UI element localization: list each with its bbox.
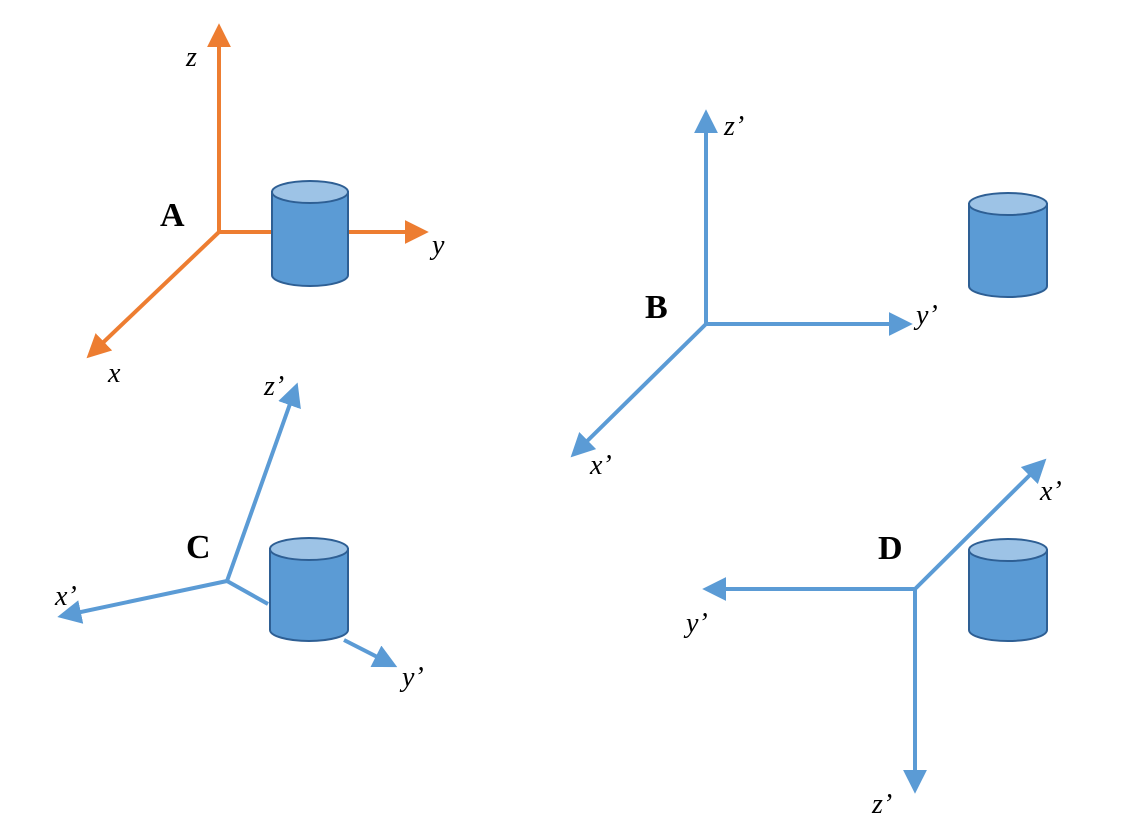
panel-c-x-label: x’ — [54, 581, 77, 612]
panel-b-z-label: z’ — [723, 111, 744, 142]
panel-c-y-axis-tip — [343, 638, 398, 668]
panel-a-y-label: y — [429, 230, 445, 261]
panel-c-cylinder — [269, 537, 349, 642]
panel-b-x-label: x’ — [589, 450, 612, 481]
panel-a: A z y x — [86, 23, 445, 389]
panel-d-label: D — [878, 530, 903, 567]
panel-c-label: C — [186, 529, 211, 566]
panel-d-y-label: y’ — [683, 608, 708, 639]
panel-d-cylinder — [968, 538, 1048, 642]
panel-a-cylinder — [271, 180, 349, 287]
panel-c: C z’ x’ y’ — [54, 371, 424, 693]
panel-b: B z’ y’ x’ — [570, 109, 1048, 481]
panel-d: D x’ y’ z’ — [683, 458, 1062, 820]
panel-b-y-label: y’ — [913, 300, 938, 331]
panel-b-label: B — [645, 289, 668, 326]
panel-d-z-label: z’ — [871, 789, 892, 820]
panel-c-y-axis — [226, 579, 269, 606]
panel-a-label: A — [160, 197, 185, 234]
panel-d-x-axis — [913, 458, 1047, 591]
panel-c-z-axis — [225, 382, 301, 582]
panel-d-x-label: x’ — [1039, 476, 1062, 507]
panel-c-y-label: y’ — [399, 662, 424, 693]
panel-b-cylinder — [968, 192, 1048, 298]
panel-a-x-label: x — [107, 358, 121, 389]
panel-c-x-axis — [57, 579, 228, 624]
panel-a-z-label: z — [185, 42, 197, 73]
panel-b-x-axis — [570, 322, 708, 458]
panel-c-z-label: z’ — [263, 371, 284, 402]
panel-a-x-axis — [86, 230, 221, 359]
